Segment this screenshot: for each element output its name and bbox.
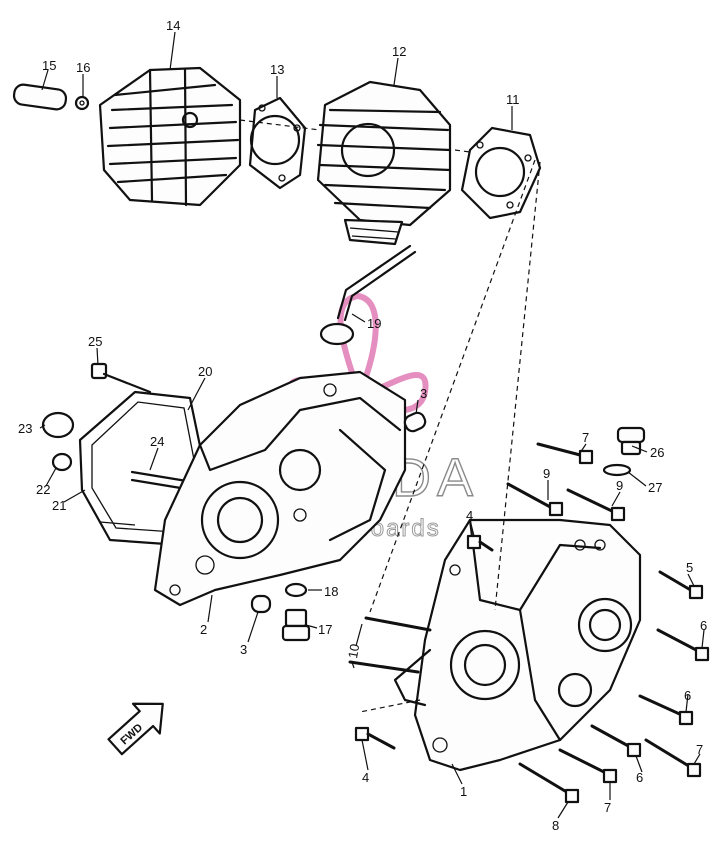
callout-17: 17	[318, 622, 332, 637]
part-14-cylinder-head	[98, 66, 242, 207]
callout-25: 25	[88, 334, 102, 349]
callout-27: 27	[648, 480, 662, 495]
part-19-breather-pipe	[319, 244, 417, 346]
callout-2: 2	[200, 622, 207, 637]
part-11-base-gasket	[460, 126, 542, 220]
callout-26: 26	[650, 445, 664, 460]
part-2-left-crankcase	[153, 370, 407, 607]
part-16-washer	[74, 95, 90, 111]
callout-1: 1	[460, 784, 467, 799]
forward-direction-arrow: FWD	[107, 702, 164, 756]
callout-7-right: 7	[696, 742, 703, 757]
callout-6-middle-right: 6	[684, 688, 691, 703]
callout-18: 18	[324, 584, 338, 599]
callout-4-upper: 4	[466, 508, 473, 523]
callout-21: 21	[52, 498, 66, 513]
callout-8: 8	[552, 818, 559, 833]
callout-3-upper: 3	[420, 386, 427, 401]
callout-11: 11	[506, 92, 520, 107]
callout-16: 16	[76, 60, 90, 75]
part-26-filler-plug	[616, 426, 646, 456]
alignment-lines	[239, 119, 541, 713]
leader-lines	[39, 31, 705, 819]
callout-24: 24	[150, 434, 164, 449]
callout-22: 22	[36, 482, 50, 497]
part-13-head-gasket	[248, 96, 307, 190]
callout-3-lower: 3	[240, 642, 247, 657]
part-17-drain-plug	[281, 608, 311, 642]
callout-13: 13	[270, 62, 284, 77]
callout-20: 20	[198, 364, 212, 379]
part-22-seal	[51, 452, 73, 472]
part-3-dowel-lower	[250, 594, 272, 614]
callout-19: 19	[367, 316, 381, 331]
part-27-gasket	[602, 463, 632, 477]
callout-15: 15	[42, 58, 56, 73]
part-12-cylinder	[316, 80, 452, 246]
callout-7-lower: 7	[604, 800, 611, 815]
callout-7-upper: 7	[582, 430, 589, 445]
callout-6-upper-right: 6	[700, 618, 707, 633]
callout-6-lower: 6	[636, 770, 643, 785]
callout-numbers: 15 16 14 13 12 11 19 25 20 3 23 24 22 21…	[18, 18, 707, 833]
callout-12: 12	[392, 44, 406, 59]
part-3-dowel-upper	[403, 411, 427, 433]
part-25-bolt	[90, 362, 152, 394]
part-21-cover	[99, 521, 136, 526]
bolts	[348, 442, 710, 804]
callout-9-right: 9	[616, 478, 623, 493]
callout-4-lower: 4	[362, 770, 369, 785]
callout-9-left: 9	[543, 466, 550, 481]
part-1-right-crankcase	[393, 518, 642, 772]
part-15-dowel-pin	[12, 83, 68, 111]
callout-23: 23	[18, 421, 32, 436]
callout-10: 10	[345, 643, 362, 660]
callout-14: 14	[166, 18, 180, 33]
callout-5: 5	[686, 560, 693, 575]
part-23-o-ring	[41, 411, 75, 439]
part-18-washer	[284, 582, 308, 598]
